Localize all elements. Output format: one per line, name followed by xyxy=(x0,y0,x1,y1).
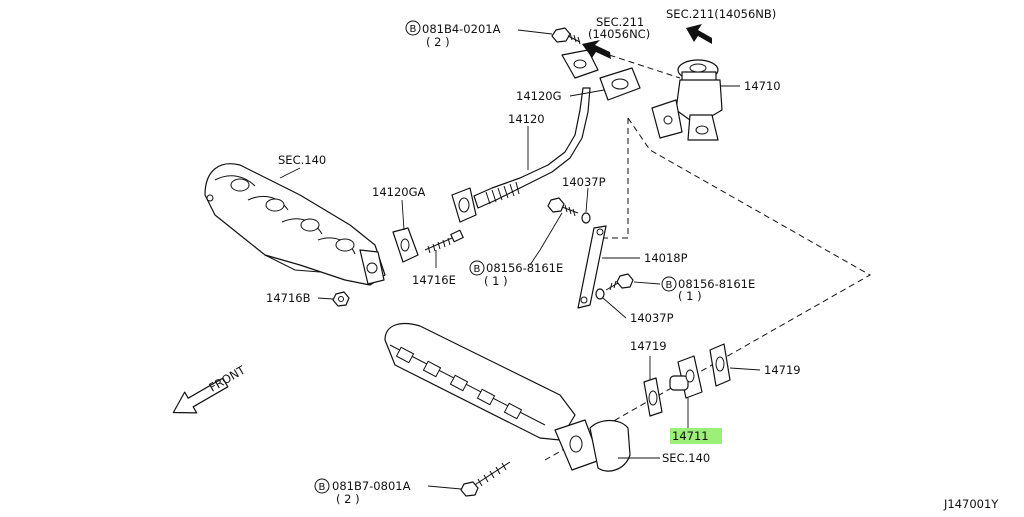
front-arrow-icon xyxy=(172,377,229,414)
label-bolt-right-qty: ( 1 ) xyxy=(678,289,702,303)
bolt-symbol-mid: B xyxy=(469,260,485,276)
bolt-symbol-right-letter: B xyxy=(666,280,673,291)
stud-14716e xyxy=(424,229,464,254)
exhaust-manifold xyxy=(204,163,386,286)
gasket-14719-right xyxy=(709,343,731,387)
leader-14716b xyxy=(317,297,334,300)
dashed-guide-diagonal xyxy=(544,117,872,461)
bolt-mid-08156 xyxy=(547,197,579,217)
bolt-symbol-bottom: B xyxy=(314,478,330,494)
dashed-guide-right xyxy=(595,118,629,239)
gasket-14120ga xyxy=(392,227,419,263)
label-14719-right: 14719 xyxy=(764,363,801,377)
label-sec140-bottom: SEC.140 xyxy=(662,451,710,465)
bolt-symbol-top: B xyxy=(405,20,421,36)
leader-bolt-top xyxy=(517,29,553,35)
sec211-b-arrow-icon xyxy=(686,24,712,44)
leader-14719-right xyxy=(729,367,761,371)
bolt-symbol-top-letter: B xyxy=(410,24,417,35)
leader-14037p-bottom xyxy=(602,297,627,319)
leader-sec140-top xyxy=(279,167,301,179)
label-14711: 14711 xyxy=(672,429,709,443)
washer-14037p-bottom xyxy=(595,288,605,300)
leader-bolt-mid xyxy=(529,212,563,266)
bolt-081b7-0801a xyxy=(460,461,511,497)
label-egr-valve: 14710 xyxy=(744,79,781,93)
label-14716b: 14716B xyxy=(266,291,311,305)
label-14120g: 14120G xyxy=(516,89,562,103)
highlight-14711 xyxy=(670,428,722,444)
label-bolt-bottom-qty: ( 2 ) xyxy=(336,492,360,506)
bolt-right-08156 xyxy=(605,273,634,291)
bolt-081b4-0201a xyxy=(551,27,581,45)
front-label: FRONT xyxy=(207,362,249,394)
label-sec140-top: SEC.140 xyxy=(278,153,326,167)
label-bolt-right-code: 08156-8161E xyxy=(678,277,755,291)
label-14037p-top: 14037P xyxy=(562,175,606,189)
gasket-14719-left xyxy=(643,377,663,417)
egr-valve-14710 xyxy=(651,59,723,141)
label-14037p-bottom: 14037P xyxy=(630,311,674,325)
label-bolt-mid-code: 08156-8161E xyxy=(486,261,563,275)
bolt-symbol-right: B xyxy=(661,276,677,292)
gasket-14120g xyxy=(599,67,641,101)
bracket-14018p xyxy=(577,225,607,309)
leader-bolt-bottom xyxy=(427,485,462,490)
label-14719-left: 14719 xyxy=(630,339,667,353)
label-bolt-mid-qty: ( 1 ) xyxy=(484,274,508,288)
bolt-symbol-bottom-letter: B xyxy=(319,482,326,493)
adapter-14711 xyxy=(669,355,703,399)
dashed-guide-top xyxy=(599,51,681,79)
label-14716e: 14716E xyxy=(412,273,456,287)
label-14120: 14120 xyxy=(508,112,545,126)
label-sec211-b: SEC.211(14056NB) xyxy=(666,7,776,21)
egr-tube-14120 xyxy=(451,49,599,223)
label-bolt-top-code: 081B4-0201A xyxy=(422,22,501,36)
nut-14716b xyxy=(332,291,350,307)
leader-14120ga xyxy=(401,199,405,231)
washer-14037p-top xyxy=(581,212,591,224)
leader-bolt-right xyxy=(633,281,661,285)
sec211-a-arrow-icon xyxy=(582,40,611,59)
label-bolt-bottom-code: 081B7-0801A xyxy=(332,479,411,493)
intake-manifold xyxy=(384,322,631,472)
bolt-symbol-mid-letter: B xyxy=(474,264,481,275)
label-sec211-a-line2: (14056NC) xyxy=(588,27,650,41)
label-14120ga: 14120GA xyxy=(372,185,425,199)
label-bolt-top-qty: ( 2 ) xyxy=(426,35,450,49)
drawing-id: J147001Y xyxy=(943,497,999,511)
label-14018p: 14018P xyxy=(644,251,688,265)
leader-14037p-top xyxy=(585,187,589,213)
leader-14120g xyxy=(569,89,605,97)
label-sec211-a-line1: SEC.211 xyxy=(596,15,644,29)
